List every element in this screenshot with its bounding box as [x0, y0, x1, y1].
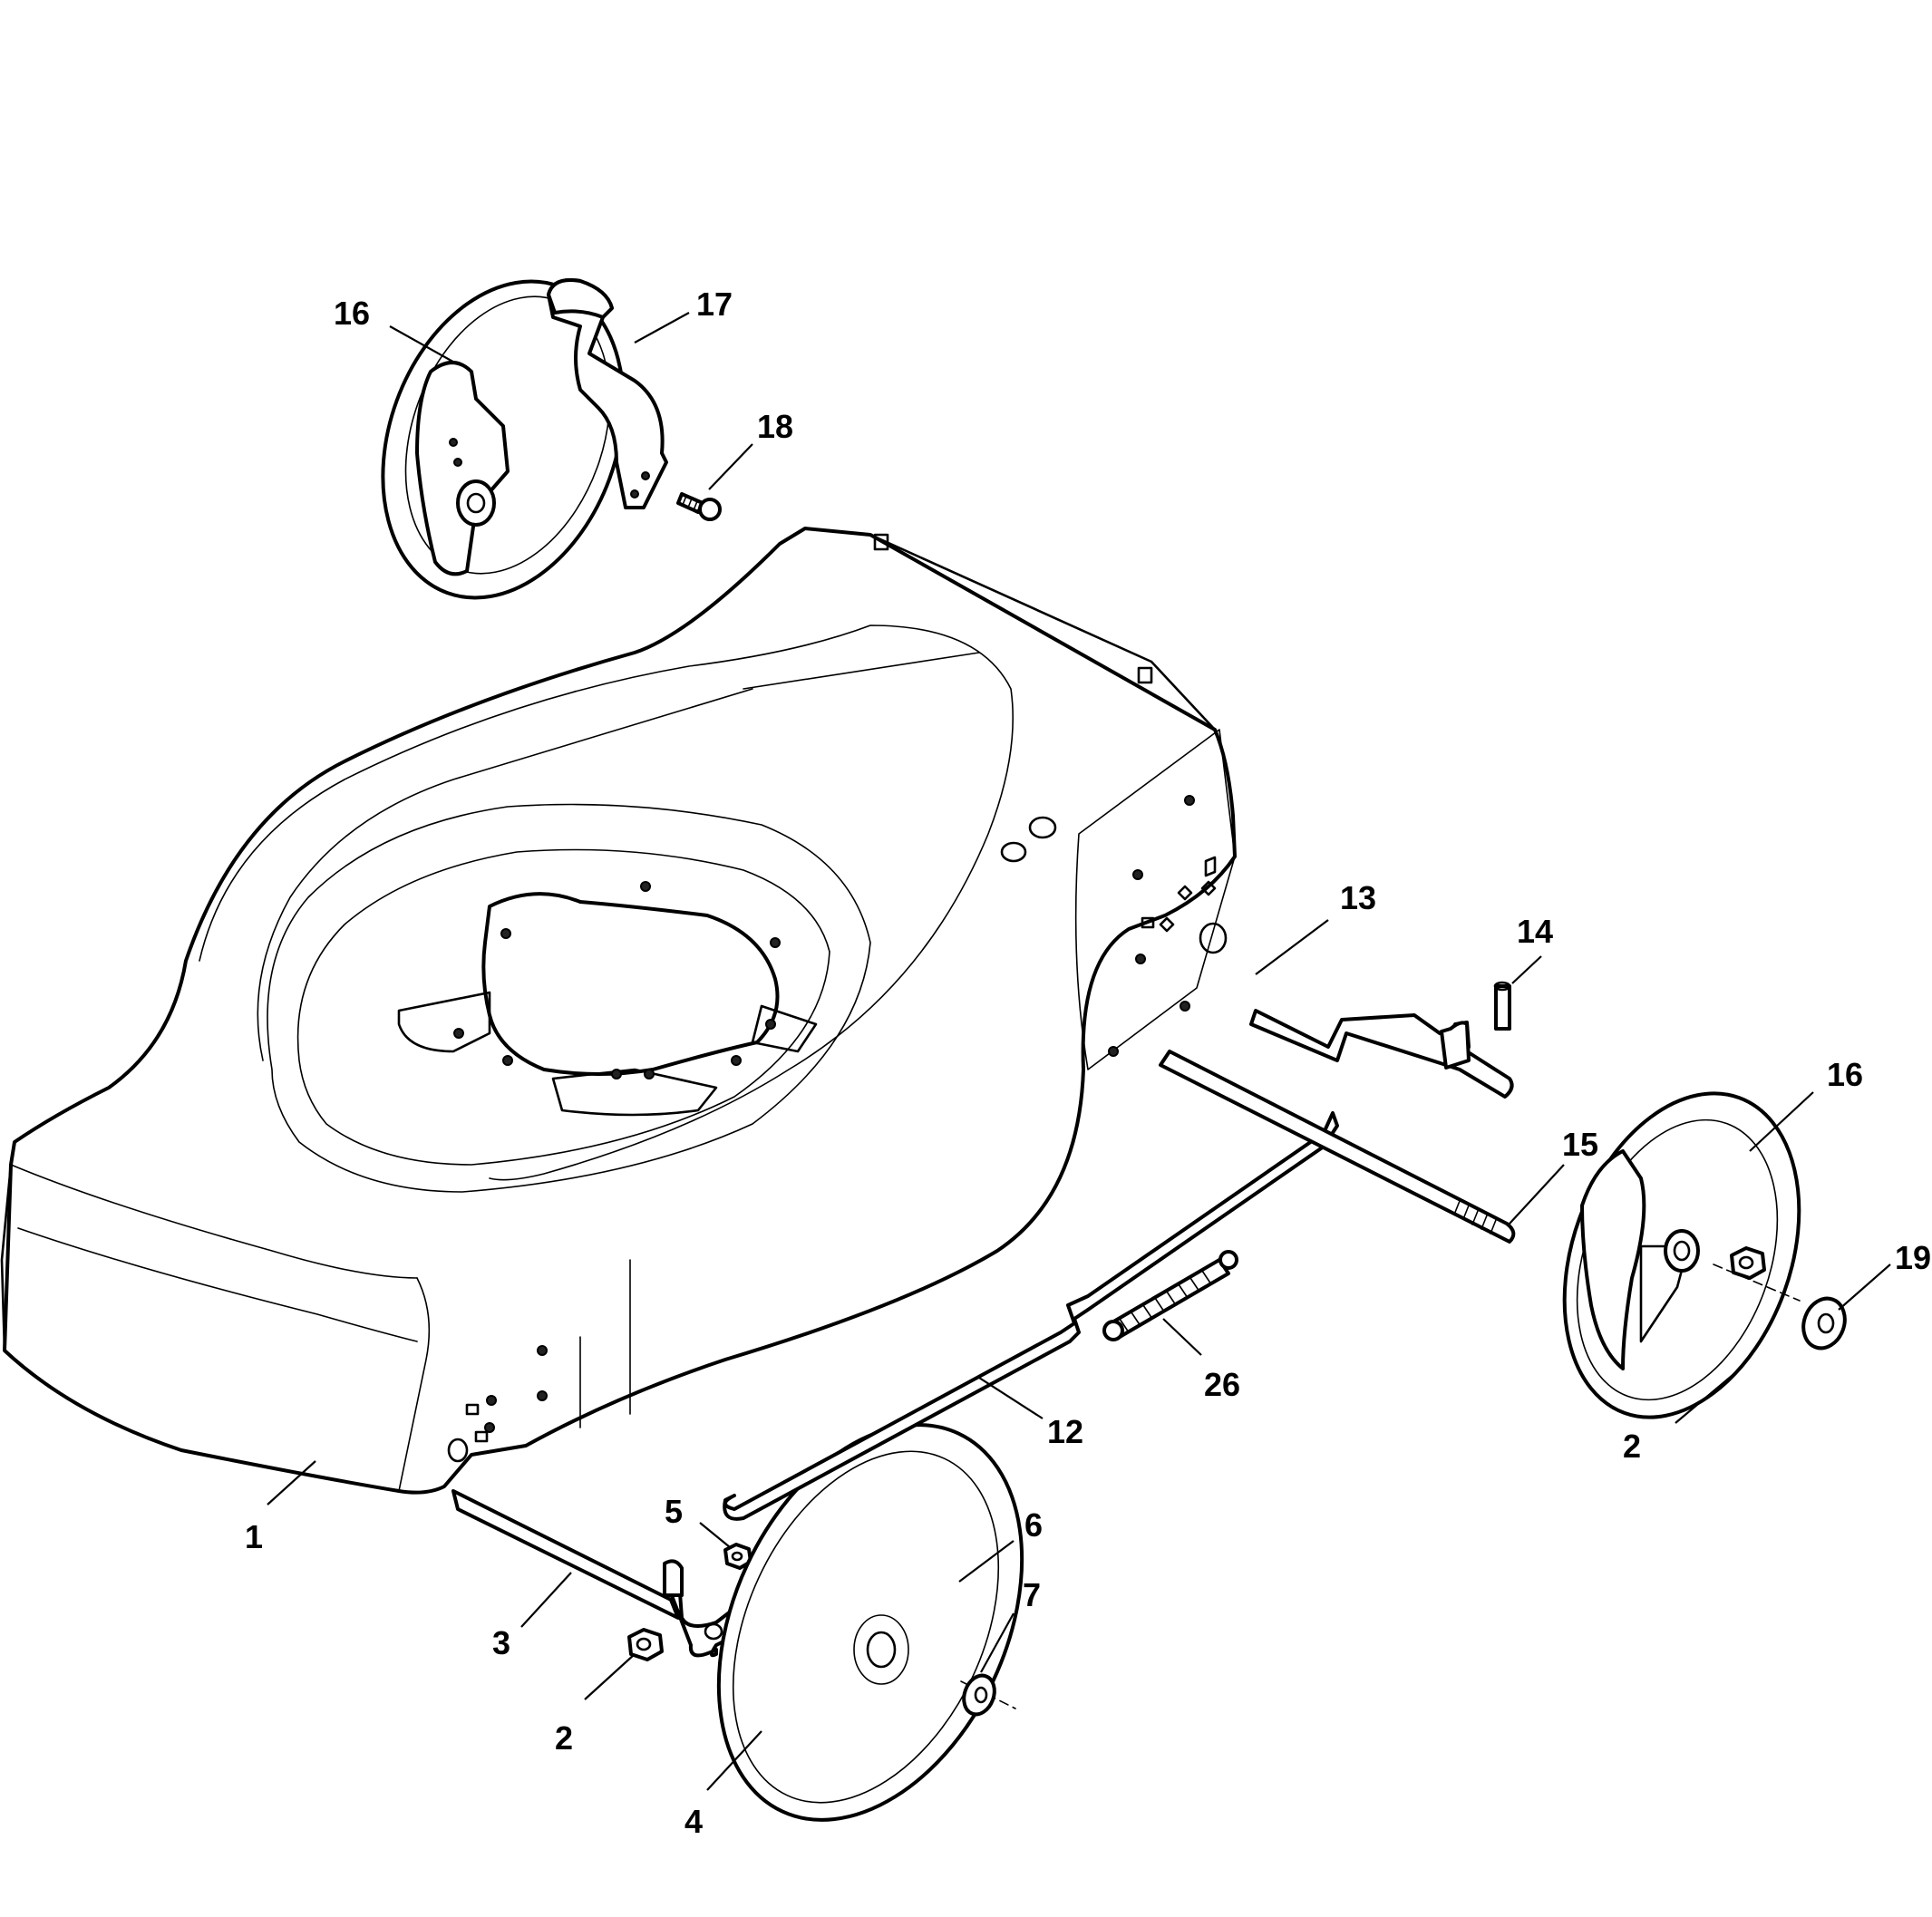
callout-15: 15: [1562, 1126, 1598, 1163]
callout-2-rear: 2: [1623, 1428, 1641, 1465]
callout-12: 12: [1047, 1413, 1083, 1450]
callout-4: 4: [684, 1803, 703, 1840]
bracket-part-17: [547, 278, 668, 509]
flange-nut-part-2-rear: [1730, 1246, 1766, 1280]
callout-6: 6: [1024, 1506, 1043, 1544]
callout-18: 18: [757, 408, 793, 445]
leader-lines: [267, 312, 1891, 1791]
callout-3: 3: [492, 1624, 510, 1661]
callout-1: 1: [245, 1518, 263, 1555]
callout-17: 17: [696, 286, 733, 323]
callout-2-front: 2: [555, 1719, 573, 1757]
callout-16-left: 16: [334, 295, 370, 332]
rear-wheel-part-16-left: [381, 279, 626, 600]
washer-part-19: [1801, 1296, 1847, 1351]
callout-14: 14: [1517, 913, 1553, 950]
callout-19: 19: [1895, 1239, 1931, 1276]
rear-panel-holes: [1108, 795, 1228, 1057]
rear-wheel-part-16-right: [1562, 1091, 1801, 1419]
callout-26: 26: [1204, 1366, 1240, 1403]
rear-lever-part-13: [1249, 1009, 1514, 1099]
callout-13: 13: [1340, 879, 1376, 916]
mower-deck: [0, 527, 1237, 1495]
callout-16-right: 16: [1827, 1056, 1863, 1093]
pin-part-14: [1493, 981, 1511, 1031]
washer-part-7: [962, 1673, 996, 1717]
height-adjust-rod-part-12: [723, 1111, 1339, 1521]
callout-5: 5: [665, 1493, 683, 1530]
rear-axle-part-15: [1159, 1050, 1516, 1244]
callout-7: 7: [1023, 1576, 1041, 1613]
screw-part-18: [676, 492, 722, 521]
spring-part-26: [1102, 1250, 1238, 1341]
callout-labels: 1 2 2 3 4 5 6 7 12 13 14 15 16 16 17 18 …: [245, 286, 1931, 1840]
deck-holes: [453, 881, 781, 1080]
front-wheel-disc-part-6: [716, 1423, 1024, 1822]
flange-nut-part-2-front: [627, 1628, 664, 1661]
